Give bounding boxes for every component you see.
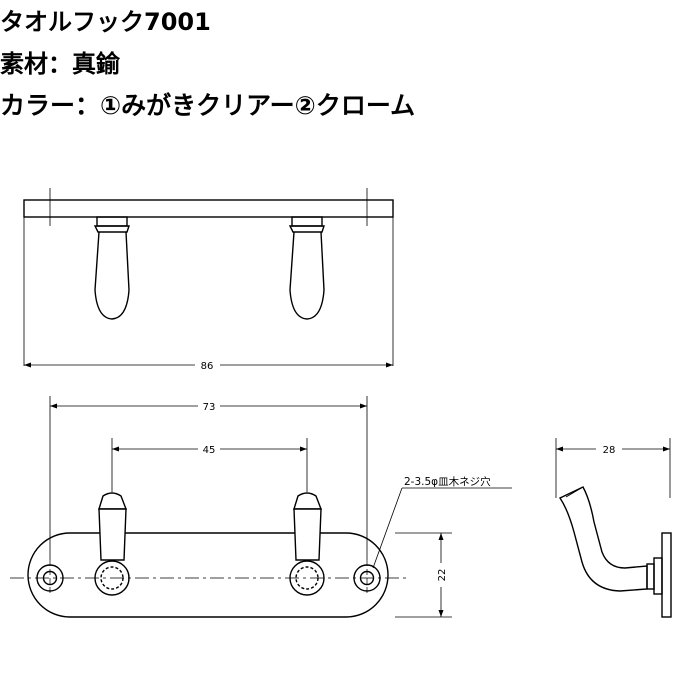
- screw-hole-right: [353, 564, 381, 592]
- color-label: カラー：①みがきクリアー②クローム: [0, 91, 416, 120]
- front-view-plate: [27, 532, 389, 618]
- top-view-hook-left: [93, 216, 130, 320]
- screw-hole-note: 2-3.5φ皿木ネジ穴: [404, 475, 491, 488]
- front-view: [10, 396, 512, 618]
- dim-hole-pitch: 73: [203, 402, 216, 413]
- side-view-hook: [558, 486, 648, 592]
- front-view-hook-right: [289, 492, 325, 596]
- dim-plate-height: 22: [437, 569, 448, 582]
- top-view-plate: [23, 199, 394, 218]
- side-view: [555, 438, 672, 618]
- dim-hook-pitch: 45: [203, 445, 216, 456]
- front-view-hook-left: [94, 492, 130, 596]
- dim-depth: 28: [603, 445, 616, 456]
- screw-hole-left: [36, 564, 64, 592]
- material-label: 素材：真鍮: [0, 50, 120, 78]
- top-view: [23, 188, 394, 368]
- top-view-hook-right: [288, 216, 325, 320]
- side-view-plate: [661, 532, 672, 618]
- product-title: タオルフック7001: [0, 8, 211, 36]
- dim-overall-width: 86: [201, 361, 214, 372]
